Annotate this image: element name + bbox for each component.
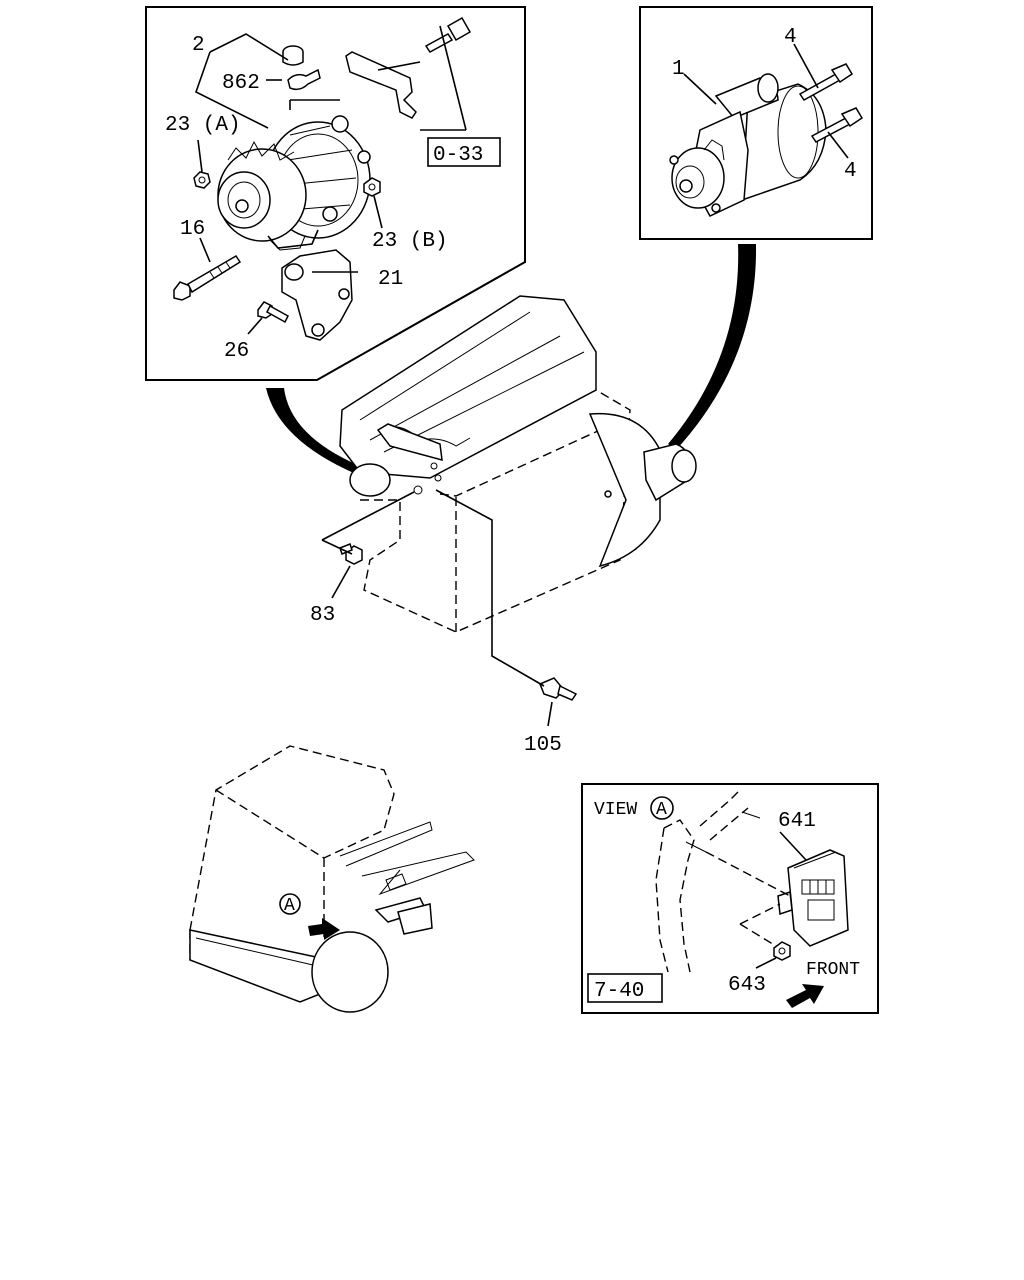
view-word: VIEW [594, 800, 637, 820]
view-letter: A [656, 800, 667, 820]
starter-panel: 1 4 4 [639, 6, 873, 240]
vehicle-cab-icon [189, 745, 475, 1013]
nut-a-icon [193, 171, 211, 189]
callout-starter-bolt-bottom: 4 [844, 160, 857, 183]
callout-sensor: 105 [524, 734, 562, 757]
long-bolt-icon [173, 254, 242, 301]
view-a-panel: VIEW A 641 643 FRONT 7-40 [581, 783, 879, 1014]
engine-bolt-icon [339, 543, 363, 565]
cap-icon [282, 45, 321, 91]
view-letter-circle [650, 796, 674, 820]
lower-bracket-icon [281, 249, 353, 341]
nut-b-icon [363, 177, 381, 197]
callout-alternator-assy: 2 [192, 34, 205, 57]
arrow-icon-vehicle [308, 918, 340, 940]
starter-panel-frame [639, 6, 873, 240]
starter-bolt-top-icon [798, 63, 854, 101]
alternator-icon [217, 115, 371, 251]
sensor-icon [539, 677, 578, 701]
relay-icon [777, 849, 849, 947]
front-label: FRONT [806, 960, 860, 980]
relay-nut-icon [773, 941, 791, 961]
callout-nut-a: 23 (A) [165, 114, 241, 137]
alternator-panel-frame [145, 6, 526, 381]
callout-bolt-long: 16 [180, 218, 205, 241]
view-a-panel-frame [581, 783, 879, 1014]
view-marker-circle [279, 893, 301, 915]
ref-box-relay [587, 973, 663, 1003]
callout-starter-motor: 1 [672, 58, 685, 81]
bracket-bolt-icon [257, 301, 289, 324]
ref-alternator: 0-33 [433, 144, 483, 167]
callout-bolt-bracket: 26 [224, 340, 249, 363]
starter-motor-icon [669, 73, 827, 217]
pointer-arrow-alternator [266, 388, 360, 474]
engine-block-icon [339, 295, 697, 633]
ref-relay: 7-40 [594, 980, 644, 1003]
starter-bolt-bottom-icon [810, 107, 864, 143]
pointer-arrow-starter [668, 244, 757, 450]
callout-starter-bolt-top: 4 [784, 26, 797, 49]
callout-bracket: 21 [378, 268, 403, 291]
upper-bracket-icon [345, 16, 472, 119]
ref-box-alternator [427, 137, 501, 167]
callout-nut-b: 23 (B) [372, 230, 448, 253]
view-marker-vehicle: A [284, 896, 295, 916]
callout-cap: 862 [222, 72, 260, 95]
front-arrow-icon [786, 984, 824, 1008]
alternator-panel: 2 862 23 (A) 16 23 (B) 21 26 0-33 [145, 6, 526, 381]
callout-relay: 641 [778, 810, 816, 833]
callout-relay-nut: 643 [728, 974, 766, 997]
callout-engine-bolt: 83 [310, 604, 335, 627]
